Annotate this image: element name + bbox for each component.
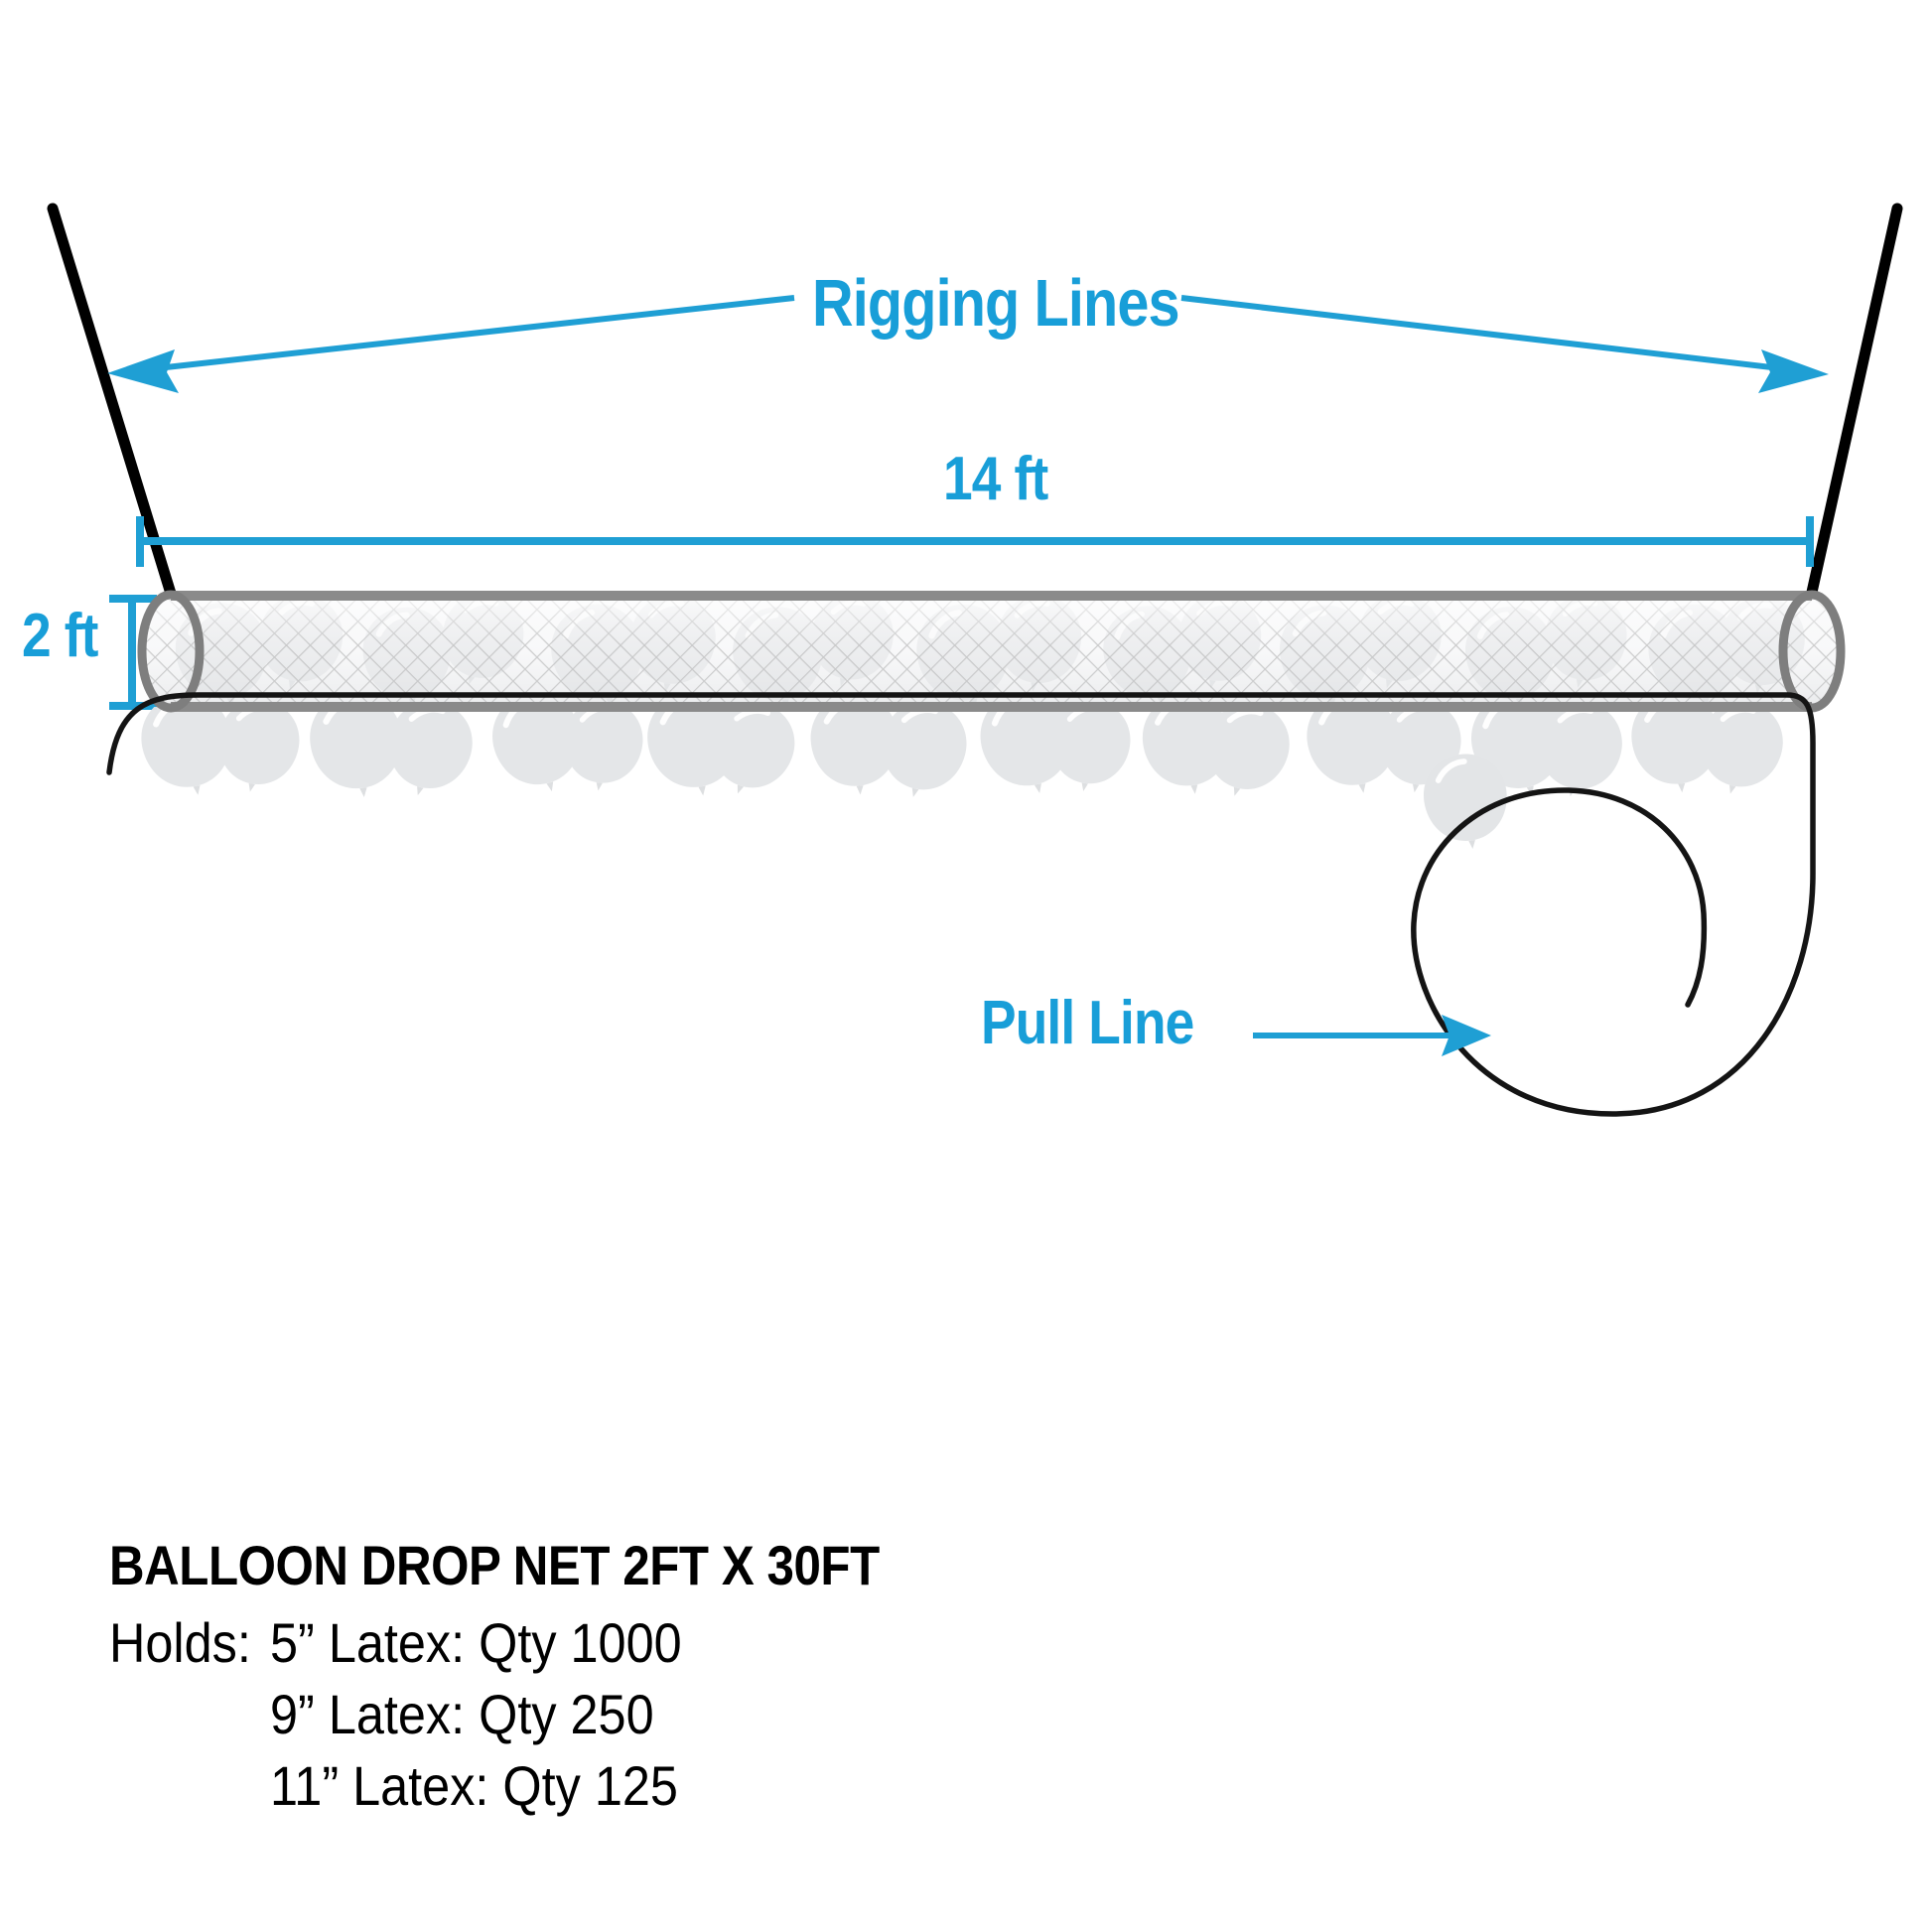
rigging-line-right <box>1805 203 1903 603</box>
rigging-lines-label: Rigging Lines <box>812 266 1180 341</box>
holds-spacer-2 <box>109 1750 270 1822</box>
product-title: BALLOON DROP NET 2FT X 30FT <box>109 1534 880 1596</box>
holds-value-2: 11” Latex: Qty 125 <box>270 1753 678 1817</box>
holds-row-0: Holds: 5” Latex: Qty 1000 <box>109 1607 897 1679</box>
dimension-line-14ft <box>136 516 1814 567</box>
dimension-line-2ft <box>109 595 157 710</box>
pull-line-arrow <box>1253 1015 1491 1056</box>
holds-label: Holds: <box>109 1611 251 1675</box>
holds-row-2: 11” Latex: Qty 125 <box>109 1750 897 1822</box>
rigging-lines-arrow-left <box>107 295 795 393</box>
dimension-label-14ft: 14 ft <box>943 445 1048 513</box>
holds-spacer-1 <box>109 1679 270 1750</box>
holds-row-1: 9” Latex: Qty 250 <box>109 1679 897 1750</box>
rigging-lines-arrow-right <box>1180 295 1829 393</box>
specification-block: BALLOON DROP NET 2FT X 30FT Holds: 5” La… <box>109 1534 985 1821</box>
net-cylinder <box>137 590 1846 713</box>
holds-value-1: 9” Latex: Qty 250 <box>270 1683 654 1746</box>
holds-list: Holds: 5” Latex: Qty 1000 9” Latex: Qty … <box>109 1607 985 1821</box>
holds-value-0: 5” Latex: Qty 1000 <box>270 1611 682 1675</box>
pull-line <box>106 692 1816 1117</box>
dimension-label-2ft: 2 ft <box>22 602 98 670</box>
pull-line-label: Pull Line <box>981 989 1194 1057</box>
rigging-line-left <box>47 203 178 603</box>
